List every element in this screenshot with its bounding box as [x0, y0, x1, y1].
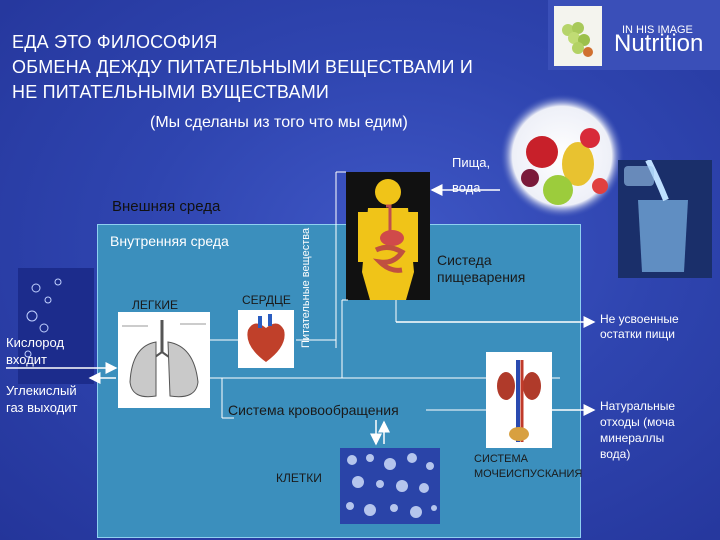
- lungs-image: [118, 312, 210, 408]
- heart-image: [238, 310, 294, 368]
- water-text: вода: [452, 180, 481, 195]
- bubbles-image: [18, 268, 94, 384]
- unabsorbed-line-2: остатки пищи: [600, 327, 676, 341]
- digestive-system-image: [346, 172, 430, 300]
- title-line-3: НЕ ПИТАТЕЛЬНЫМИ ВУЩЕСТВАМИ: [12, 82, 330, 102]
- oxygen-line-2: входит: [6, 352, 48, 367]
- waste-line-3: минераллы: [600, 431, 665, 445]
- fruit-bowl-image: [500, 94, 624, 218]
- waste-line-4: вода): [600, 447, 631, 461]
- food-text: Пища,: [452, 155, 491, 170]
- oxygen-line-1: Кислород: [6, 335, 65, 350]
- urinary-system-label: СИСТЕМА МОЧЕИСПУСКАНИЯ: [474, 452, 582, 482]
- lungs-label: ЛЕГКИЕ: [132, 298, 178, 312]
- urinary-line-1: СИСТЕМА: [474, 453, 528, 465]
- external-environment-label: Внешняя среда: [112, 198, 221, 215]
- waste-line-1: Натуральные: [600, 399, 676, 413]
- waste-line-2: отходы (моча: [600, 415, 675, 429]
- digestive-line-1: Систеда: [437, 252, 492, 268]
- cells-label: КЛЕТКИ: [276, 471, 322, 485]
- title-line-2: ОБМЕНА ДЕЖДУ ПИТАТЕЛЬНЫМИ ВЕЩЕСТВАМИ И: [12, 57, 474, 77]
- title-line-1: ЕДА ЭТО ФИЛОСОФИЯ: [12, 32, 218, 52]
- water-glass-image: [618, 160, 712, 278]
- natural-waste-label: Натуральные отходы (моча минераллы вода): [600, 398, 675, 462]
- oxygen-in-label: Кислород входит: [6, 334, 64, 368]
- heart-label: СЕРДЦЕ: [242, 293, 291, 307]
- slide-subtitle: (Мы сделаны из того что мы едим): [150, 114, 408, 131]
- brand-title: Nutrition: [614, 30, 704, 57]
- unabsorbed-line-1: Не усвоенные: [600, 312, 679, 326]
- food-water-label: Пища, вода: [452, 154, 490, 196]
- co2-line-2: газ выходит: [6, 400, 78, 415]
- urinary-line-2: МОЧЕИСПУСКАНИЯ: [474, 468, 583, 480]
- co2-out-label: Углекислый газ выходит: [6, 382, 77, 416]
- brand-banner: [548, 0, 720, 70]
- circulatory-system-label: Система кровообращения: [228, 402, 399, 418]
- digestive-line-2: пищеварения: [437, 269, 526, 285]
- brand-tagline: IN HIS IMAGE: [622, 24, 693, 36]
- grapes-image: [554, 6, 602, 66]
- unabsorbed-residue-label: Не усвоенные остатки пищи: [600, 312, 679, 342]
- slide-title: ЕДА ЭТО ФИЛОСОФИЯ ОБМЕНА ДЕЖДУ ПИТАТЕЛЬН…: [12, 30, 552, 105]
- urinary-system-image: [486, 352, 552, 448]
- digestive-system-label: Систеда пищеварения: [437, 252, 525, 286]
- cells-image: [340, 448, 440, 524]
- internal-environment-label: Внутренняя среда: [110, 233, 229, 249]
- co2-line-1: Углекислый: [6, 383, 77, 398]
